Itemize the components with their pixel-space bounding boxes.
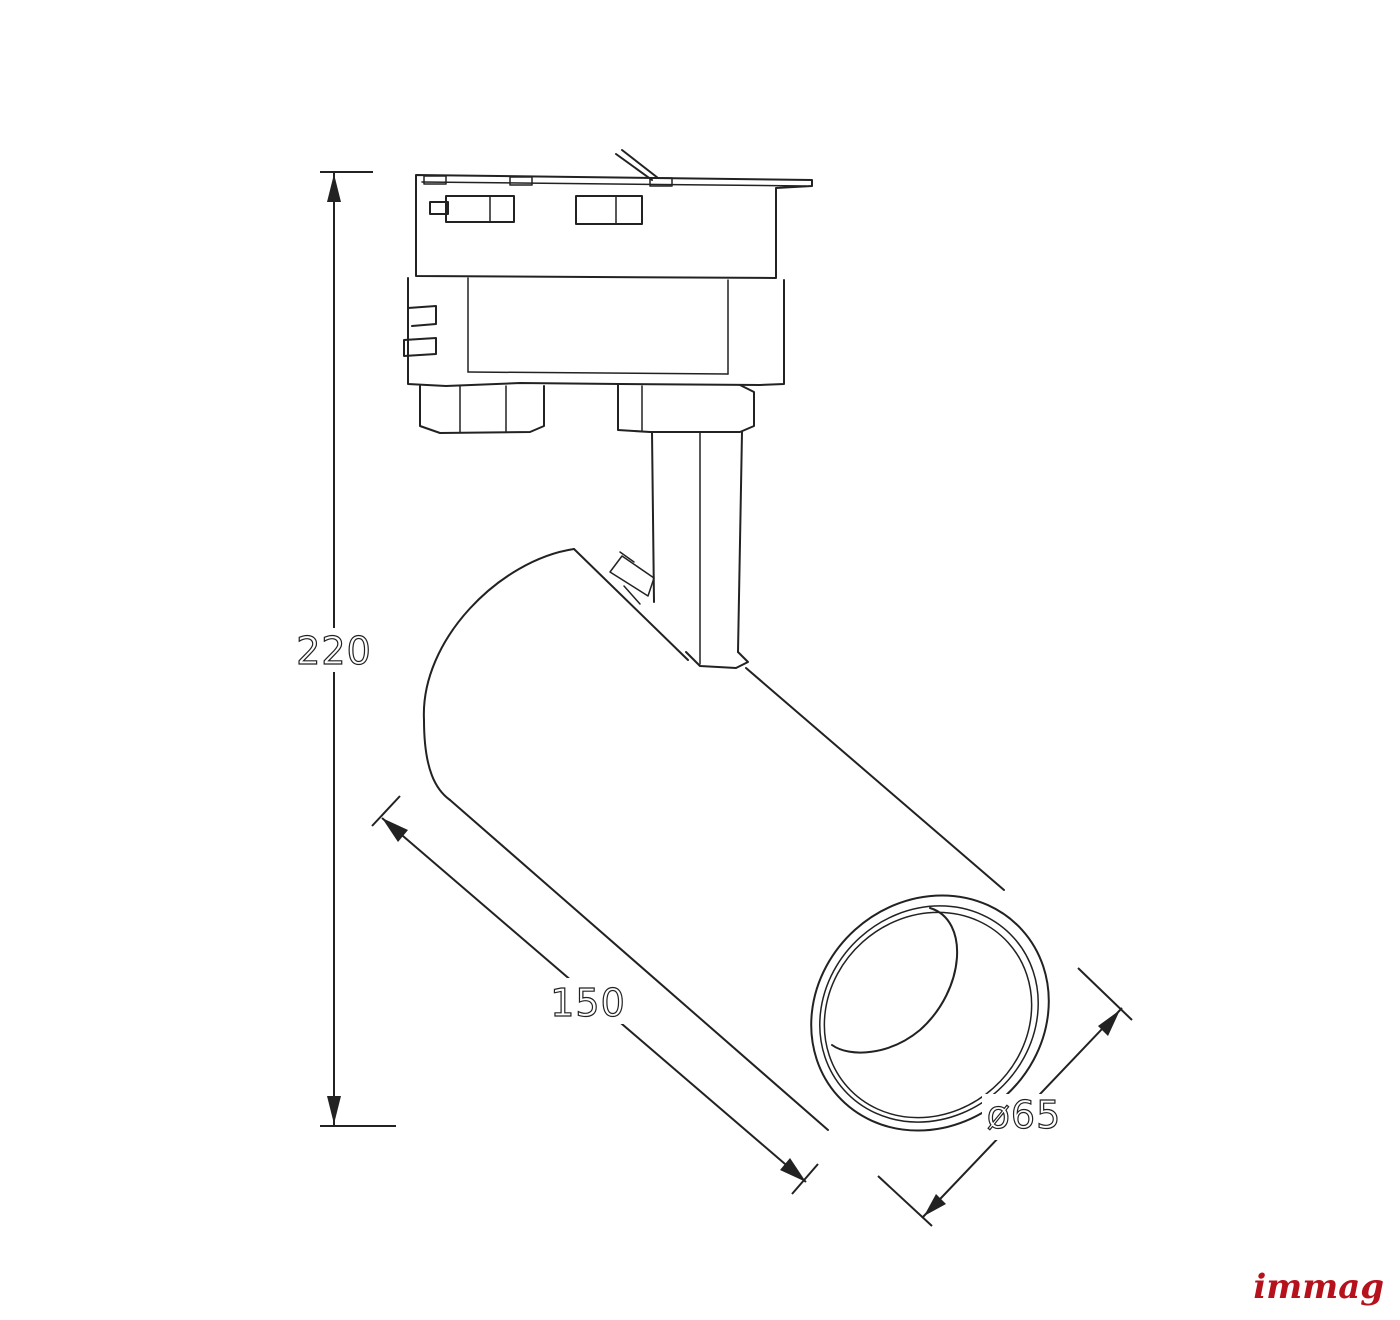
lamp-body (422, 548, 1050, 1132)
diameter-extension-bottom (877, 1175, 933, 1227)
track-adapter (403, 149, 813, 434)
diameter-label-bg (982, 1094, 1066, 1140)
length-label: 150 (550, 981, 626, 1025)
adapter-collar (617, 383, 755, 433)
stem (609, 431, 749, 669)
lamp-back-cap (422, 548, 575, 801)
height-label: 220 (296, 629, 372, 673)
adapter-lever (615, 149, 659, 181)
length-label-bg (550, 978, 626, 1024)
lamp-top-edge-left (573, 548, 689, 661)
height-label-bg (296, 628, 372, 672)
height-arrow-top (327, 174, 341, 202)
diameter-dimension: ø65 (877, 967, 1133, 1227)
height-dimension: 220 (296, 171, 396, 1127)
adapter-notch-3 (649, 177, 673, 187)
diameter-extension-top (1077, 967, 1133, 1021)
diameter-label: ø65 (987, 1093, 1062, 1137)
height-arrow-bottom (327, 1096, 341, 1124)
adapter-bottom-seam (467, 371, 729, 375)
adapter-contact-right (575, 195, 643, 225)
stem-clip (609, 555, 655, 597)
length-arrow-start (382, 818, 408, 842)
adapter-notch-2 (509, 176, 533, 186)
adapter-bottom-box (407, 277, 785, 387)
adapter-top-box (415, 174, 813, 279)
stem-left-edge (651, 431, 655, 603)
stem-clip-details (619, 551, 641, 605)
brand-logo: immag (1253, 1267, 1384, 1307)
length-dimension: 150 (371, 795, 819, 1195)
lamp-top-edge-right (745, 667, 1005, 891)
adapter-clip-lower (403, 337, 437, 357)
adapter-nut (419, 385, 545, 434)
lamp-reflector (831, 907, 959, 1054)
adapter-contact-left (445, 195, 515, 223)
diameter-arrow-top (1098, 1010, 1120, 1036)
stem-base (685, 651, 749, 669)
lamp-rim-inner-2 (823, 911, 1033, 1119)
lamp-rim-inner-1 (819, 905, 1039, 1123)
adapter-notch-1 (423, 175, 447, 185)
length-extension-start (371, 795, 401, 827)
lamp-bottom-edge (449, 799, 829, 1131)
length-arrow-end (780, 1158, 806, 1182)
stem-right-edge (737, 431, 743, 653)
adapter-contact-left-tab (429, 201, 449, 215)
diameter-arrow-bottom (924, 1194, 946, 1216)
adapter-clip-upper (407, 305, 437, 327)
adapter-top-rim (421, 181, 807, 187)
length-extension-end (791, 1163, 819, 1195)
